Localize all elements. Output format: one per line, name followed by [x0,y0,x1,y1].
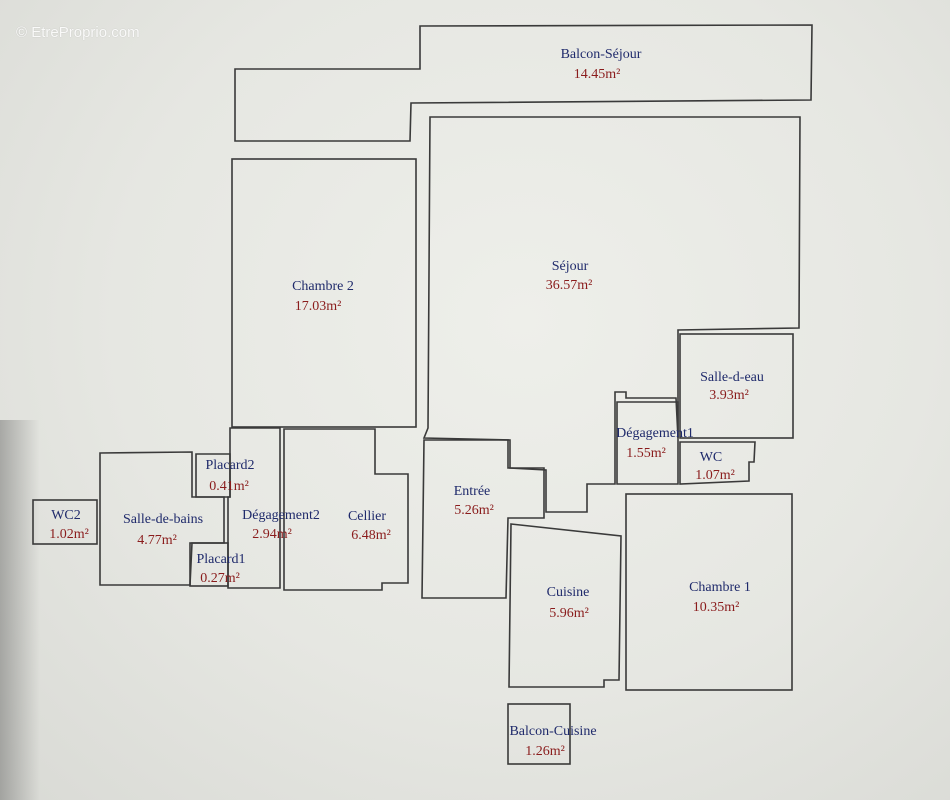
room-area: 1.26m² [525,744,565,759]
room-area: 1.07m² [695,468,735,483]
room-label-wc: WC 1.07m² [695,450,735,483]
room-area: 5.96m² [549,606,589,621]
room-label-sejour: Séjour 36.57m² [546,259,593,293]
sejour-outline [422,116,801,513]
room-name: WC [700,450,723,465]
wc-outline [679,441,756,485]
room-label-placard2: Placard2 0.41m² [206,458,255,494]
room-label-balcon-cuisine: Balcon-Cuisine 1.26m² [509,724,596,759]
chambre2-outline [231,158,417,428]
room-label-wc2: WC2 1.02m² [49,508,89,542]
room-label-balcon-sejour: Balcon-Séjour 14.45m² [561,47,642,82]
room-name: Cellier [348,509,386,524]
salle-d-eau-outline [679,333,794,439]
cellier-outline [283,428,409,591]
wc2-outline [32,499,98,545]
room-label-salle-de-bains: Salle-de-bains 4.77m² [123,512,203,548]
room-area: 1.02m² [49,527,89,542]
room-name: Balcon-Séjour [561,47,642,62]
room-area: 2.94m² [252,527,292,542]
room-name: Entrée [454,484,491,499]
room-name: Chambre 2 [292,279,354,294]
room-area: 4.77m² [137,533,177,548]
room-area: 0.41m² [209,479,249,494]
room-area: 10.35m² [693,600,740,615]
balcon-sejour-outline [234,24,813,142]
watermark: © EtreProprio.com [16,24,140,41]
room-label-degagement2: Dégagement2 2.94m² [242,508,320,542]
room-area: 36.57m² [546,278,593,293]
room-name: Placard2 [206,458,255,473]
room-label-entree: Entrée 5.26m² [454,484,494,518]
balcon-cuisine-outline [507,703,571,765]
room-area: 14.45m² [574,67,621,82]
room-name: Chambre 1 [689,580,751,595]
photo-shadow [0,420,40,800]
room-label-chambre2: Chambre 2 17.03m² [292,279,354,314]
room-label-cuisine: Cuisine 5.96m² [547,585,590,621]
room-label-degagement1: Dégagement1 1.55m² [616,426,694,461]
room-area: 17.03m² [295,299,342,314]
degagement2-outline [227,427,281,589]
room-name: Dégagement2 [242,508,320,523]
room-name: WC2 [51,508,81,523]
degagement1-outline [616,401,679,485]
room-name: Dégagement1 [616,426,694,441]
room-area: 3.93m² [709,388,749,403]
room-label-chambre1: Chambre 1 10.35m² [689,580,751,615]
room-name: Salle-de-bains [123,512,203,527]
room-label-cellier: Cellier 6.48m² [348,509,391,543]
placard1-outline [189,542,229,587]
room-name: Placard1 [197,552,246,567]
walls [32,24,813,765]
cuisine-outline [508,523,622,688]
room-label-placard1: Placard1 0.27m² [197,552,246,586]
chambre1-outline [625,493,793,691]
room-name: Balcon-Cuisine [509,724,596,739]
room-area: 5.26m² [454,503,494,518]
room-area: 1.55m² [626,446,666,461]
room-label-salle-d-eau: Salle-d-eau 3.93m² [700,370,764,403]
room-area: 6.48m² [351,528,391,543]
room-name: Cuisine [547,585,590,600]
room-area: 0.27m² [200,571,240,586]
room-name: Salle-d-eau [700,370,764,385]
entree-outline [421,439,545,599]
room-name: Séjour [552,259,589,274]
